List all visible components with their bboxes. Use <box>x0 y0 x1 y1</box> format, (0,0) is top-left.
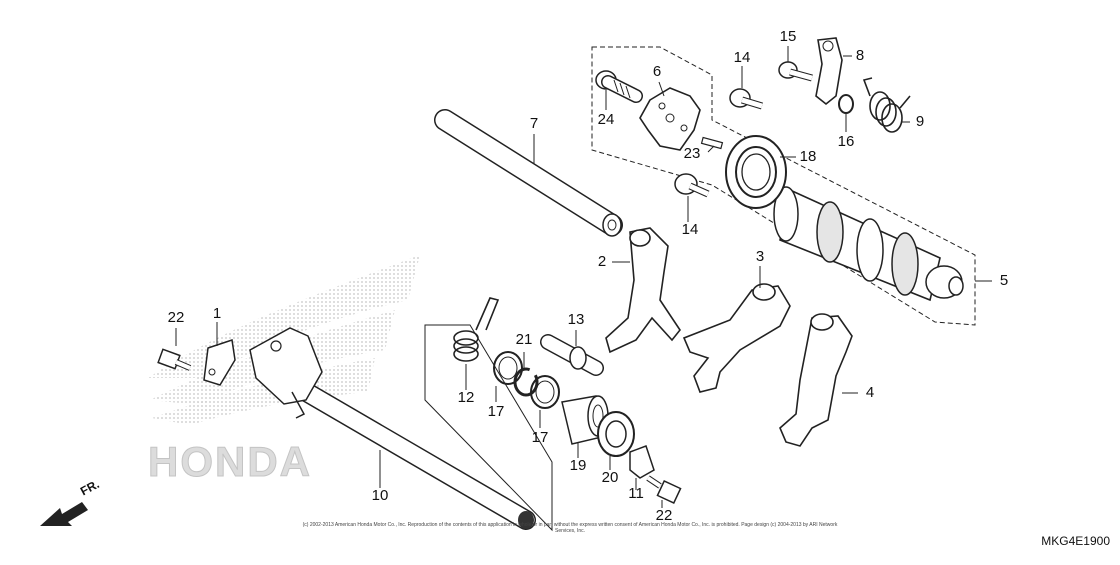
diagram-code: MKG4E1900 <box>1041 534 1110 548</box>
callout-11[interactable]: 11 <box>628 485 644 502</box>
guide-pin <box>540 334 604 376</box>
stopper-arm <box>815 37 843 106</box>
callout-1[interactable]: 1 <box>212 305 222 322</box>
callout-15[interactable]: 15 <box>779 28 797 45</box>
callout-14-lower[interactable]: 14 <box>681 221 699 238</box>
stopper-spring <box>862 77 911 133</box>
callout-19[interactable]: 19 <box>569 457 587 474</box>
drum-center-bolt <box>595 70 643 103</box>
callout-5[interactable]: 5 <box>999 272 1009 289</box>
bolt-lower-14 <box>674 173 710 198</box>
drum-center <box>639 87 701 151</box>
bolt-bottom <box>646 475 682 505</box>
drum-assembly-group-box <box>591 46 976 326</box>
oil-seal <box>597 411 635 457</box>
callout-23[interactable]: 23 <box>683 145 701 162</box>
callout-21[interactable]: 21 <box>515 331 533 348</box>
bolt-upper-14 <box>729 88 764 110</box>
callout-22-left[interactable]: 22 <box>167 309 185 326</box>
gearshift-spindle <box>249 327 536 530</box>
callout-4[interactable]: 4 <box>865 384 875 401</box>
callout-20[interactable]: 20 <box>601 469 619 486</box>
stopper-arm-bolt <box>778 61 813 82</box>
callout-8[interactable]: 8 <box>855 47 865 64</box>
callout-6[interactable]: 6 <box>652 63 662 80</box>
callout-22-bottom[interactable]: 22 <box>655 507 673 524</box>
arm-washer <box>838 94 854 114</box>
drum-bearing <box>725 135 787 209</box>
shift-spindle-group-box <box>424 324 553 532</box>
callout-10[interactable]: 10 <box>371 487 389 504</box>
shift-fork-2 <box>605 227 681 354</box>
fork-shaft <box>434 109 623 237</box>
copyright-notice: (c) 2002-2013 American Honda Motor Co., … <box>302 522 838 534</box>
callout-2[interactable]: 2 <box>597 253 607 270</box>
callout-24[interactable]: 24 <box>597 111 615 128</box>
callout-9[interactable]: 9 <box>915 113 925 130</box>
callout-17-lower[interactable]: 17 <box>531 429 549 446</box>
callout-18[interactable]: 18 <box>799 148 817 165</box>
stopper-plate <box>629 445 655 479</box>
bolt-left <box>157 348 192 371</box>
honda-watermark-text: HONDA <box>148 438 312 486</box>
dowel-pin <box>700 136 724 150</box>
callout-7[interactable]: 7 <box>529 115 539 132</box>
leader-lines <box>175 46 992 508</box>
callout-13[interactable]: 13 <box>567 311 585 328</box>
return-spring <box>453 297 500 362</box>
circlip <box>513 367 539 397</box>
callout-16[interactable]: 16 <box>837 133 855 150</box>
washer-upper <box>493 351 523 385</box>
washer-lower <box>530 375 560 409</box>
callout-17-upper[interactable]: 17 <box>487 403 505 420</box>
front-direction-arrow <box>40 502 88 526</box>
callout-3[interactable]: 3 <box>755 248 765 265</box>
shift-fork-3 <box>682 283 791 393</box>
callout-14-upper[interactable]: 14 <box>733 49 751 66</box>
shift-drum <box>773 186 964 302</box>
callout-12[interactable]: 12 <box>457 389 475 406</box>
shift-fork-4 <box>779 313 853 447</box>
